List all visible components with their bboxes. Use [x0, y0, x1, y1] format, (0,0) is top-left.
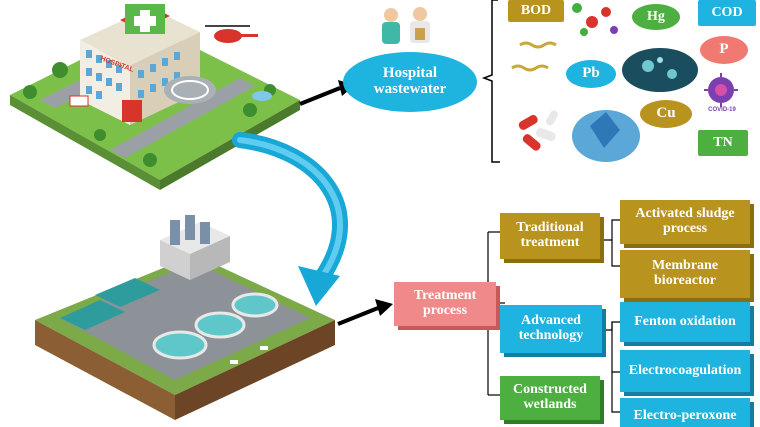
membrane-line2: bioreactor — [654, 273, 716, 288]
advanced-line1: Advanced — [521, 313, 581, 329]
pollutant-cu: Cu — [640, 100, 692, 128]
covid-label: COVID-19 — [708, 106, 736, 113]
wetlands-line2: wetlands — [523, 397, 577, 412]
activated-sludge-box: Activated sludge process — [620, 200, 750, 244]
pollutant-pb: Pb — [566, 60, 616, 88]
activated-line1: Activated sludge — [635, 206, 735, 222]
hospital-wastewater-label: Hospital wastewater — [343, 52, 477, 112]
membrane-bioreactor-box: Membrane bioreactor — [620, 250, 750, 298]
wetlands-line1: Constructed — [513, 382, 587, 398]
constructed-wetlands-box: Constructed wetlands — [500, 376, 600, 420]
pollutant-icons — [382, 3, 738, 162]
activated-line2: process — [662, 221, 708, 236]
pollutant-cod: COD — [698, 0, 756, 26]
pills-icon — [518, 110, 558, 151]
treatment-process-line1: Treatment — [413, 288, 477, 304]
advanced-technology-box: Advanced technology — [500, 305, 602, 353]
pollutant-hg: Hg — [632, 4, 680, 30]
treatment-process-box: Treatment process — [394, 282, 496, 326]
treatment-process-line2: process — [422, 303, 468, 318]
covid-icon — [704, 73, 738, 107]
doctors-icon — [382, 7, 430, 44]
pollutants-bracket — [481, 0, 500, 163]
curved-flow-arrow — [232, 132, 348, 306]
membrane-line1: Membrane — [651, 258, 719, 274]
hospital-wastewater-line2: wastewater — [373, 81, 447, 97]
traditional-line1: Traditional — [516, 220, 584, 236]
electro-peroxone-box: Electro-peroxone — [620, 398, 750, 427]
traditional-treatment-box: Traditional treatment — [500, 213, 600, 259]
hospital-wastewater-line1: Hospital — [382, 65, 438, 82]
pollutant-p: P — [700, 36, 748, 64]
arrow-to-treatment — [337, 299, 393, 326]
traditional-line2: treatment — [520, 235, 580, 250]
advanced-line2: technology — [518, 328, 584, 343]
electrocoagulation-box: Electrocoagulation — [620, 350, 750, 392]
treatment-plant-illustration — [35, 215, 335, 420]
pollutant-tn: TN — [698, 130, 748, 156]
fenton-oxidation-box: Fenton oxidation — [620, 302, 750, 342]
hospital-illustration — [10, 4, 300, 190]
pollutant-bod: BOD — [508, 0, 564, 22]
